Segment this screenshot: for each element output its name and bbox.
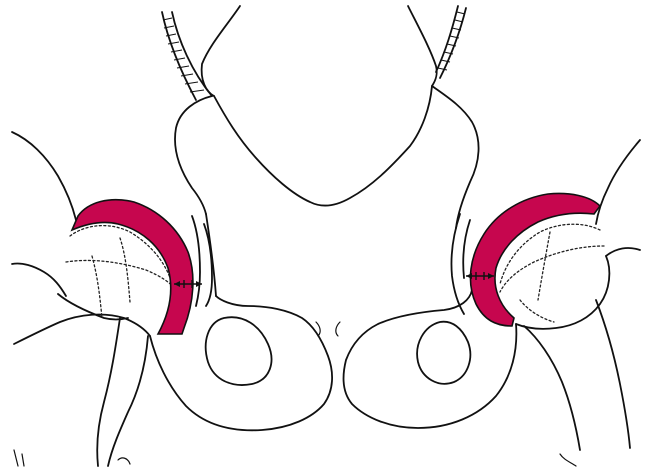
obturator-foramina: [204, 316, 472, 386]
left-femoral-head-outline: [69, 224, 173, 285]
left-obturator-foramen: [204, 316, 273, 386]
right-upper-shaft: [435, 5, 467, 79]
joint-space-arrow-right: [466, 272, 494, 280]
right-joint-cartilage: [469, 192, 602, 327]
cartilage-regions: [70, 192, 602, 335]
small-marks: [315, 321, 341, 337]
upper-crest: [200, 5, 438, 97]
left-joint-cartilage: [70, 198, 194, 335]
left-ilium: [11, 131, 333, 432]
right-ilium: [342, 139, 641, 429]
right-obturator-foramen: [416, 320, 472, 385]
lower-outlines: [13, 293, 631, 467]
sacrum: [174, 85, 480, 297]
right-femoral-head-outline: [499, 223, 601, 285]
joint-inner-lines: [191, 213, 471, 315]
femoral-heads: [65, 223, 605, 323]
joint-space-arrow-left: [174, 280, 202, 288]
